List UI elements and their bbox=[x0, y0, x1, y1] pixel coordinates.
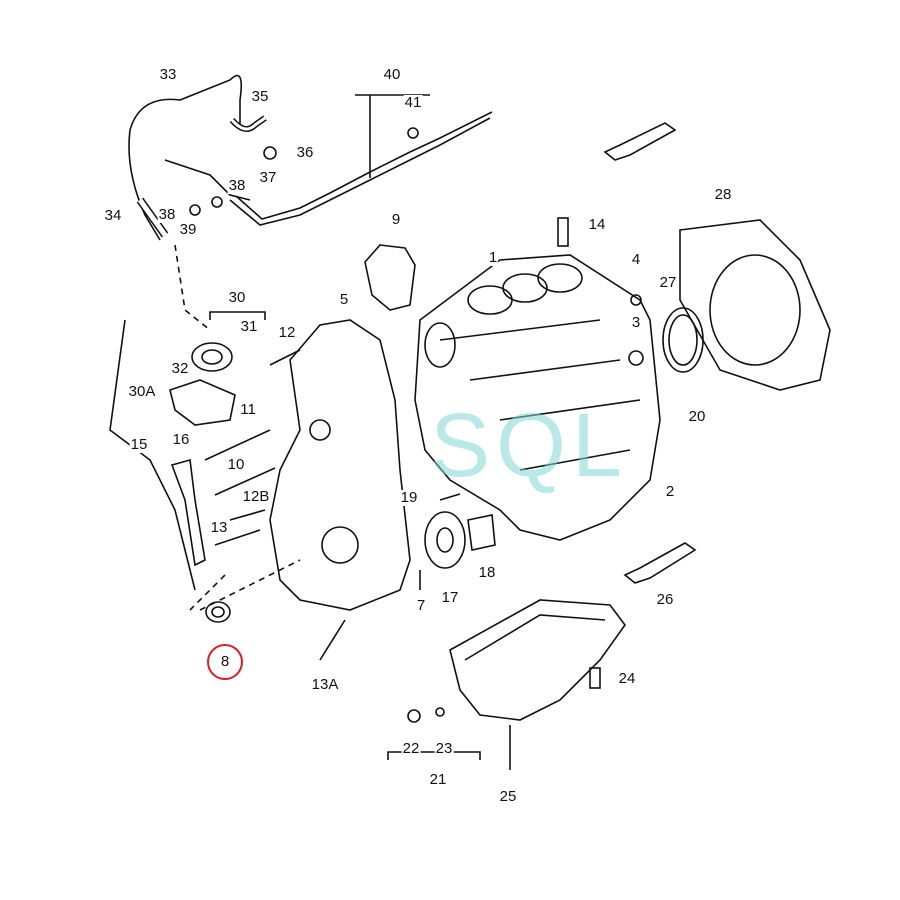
part-label-38: 38 bbox=[227, 177, 247, 194]
watermark-logo: SQL bbox=[430, 396, 629, 496]
part-label-41: 41 bbox=[403, 94, 423, 111]
hose-37 bbox=[164, 159, 251, 201]
engine-block-1 bbox=[414, 254, 661, 541]
part-label-11: 11 bbox=[239, 401, 257, 418]
sealant-tube-26 bbox=[623, 542, 697, 584]
part-label-4: 4 bbox=[630, 251, 642, 268]
part-label-27: 27 bbox=[658, 274, 678, 291]
part-label-38b: 38 bbox=[157, 206, 177, 223]
part-label-14: 14 bbox=[587, 216, 607, 233]
part-label-19: 19 bbox=[399, 489, 419, 506]
dipstick-15 bbox=[109, 319, 196, 591]
part-label-7: 7 bbox=[415, 597, 427, 614]
part-label-30a: 30A bbox=[127, 383, 157, 400]
part-label-3: 3 bbox=[630, 314, 642, 331]
part-label-28: 28 bbox=[713, 186, 733, 203]
part-label-37: 37 bbox=[258, 169, 278, 186]
part-label-31: 31 bbox=[239, 318, 259, 335]
timing-cover-5 bbox=[269, 319, 411, 611]
part-label-5: 5 bbox=[338, 291, 350, 308]
part-label-24: 24 bbox=[617, 670, 637, 687]
part-label-9: 9 bbox=[390, 211, 402, 228]
gasket-28 bbox=[679, 219, 831, 391]
part-9 bbox=[364, 244, 416, 311]
part-label-30: 30 bbox=[227, 289, 247, 306]
part-label-40: 40 bbox=[382, 66, 402, 83]
part-label-25: 25 bbox=[498, 788, 518, 805]
part-label-17: 17 bbox=[440, 589, 460, 606]
part-label-36: 36 bbox=[295, 144, 315, 161]
part-label-18: 18 bbox=[477, 564, 497, 581]
bolts bbox=[204, 349, 461, 661]
seal-8 bbox=[205, 601, 231, 623]
part-label-10: 10 bbox=[226, 456, 246, 473]
breather-hose-33 bbox=[129, 74, 243, 131]
part-label-8-highlighted: 8 bbox=[207, 644, 243, 680]
part-label-35: 35 bbox=[250, 88, 270, 105]
part-label-21: 21 bbox=[428, 771, 448, 788]
part-label-1: 1 bbox=[487, 249, 499, 266]
oil-pan bbox=[449, 599, 626, 721]
part-label-34: 34 bbox=[103, 207, 123, 224]
part-label-22: 22 bbox=[401, 740, 421, 757]
dipstick-tube-40 bbox=[229, 117, 491, 226]
part-label-23: 23 bbox=[434, 740, 454, 757]
sealant-tube-top bbox=[603, 122, 677, 161]
part-label-13a: 13A bbox=[310, 676, 340, 693]
part-label-39: 39 bbox=[178, 221, 198, 238]
part-label-20: 20 bbox=[687, 408, 707, 425]
part-label-16: 16 bbox=[171, 431, 191, 448]
part-label-32: 32 bbox=[170, 360, 190, 377]
sprocket-17 bbox=[424, 511, 466, 569]
part-label-26: 26 bbox=[655, 591, 675, 608]
part-label-12b: 12B bbox=[241, 488, 271, 505]
part-label-13: 13 bbox=[209, 519, 229, 536]
part-label-33: 33 bbox=[158, 66, 178, 83]
part-label-12: 12 bbox=[277, 324, 297, 341]
part-label-15: 15 bbox=[129, 436, 149, 453]
part-label-2: 2 bbox=[664, 483, 676, 500]
